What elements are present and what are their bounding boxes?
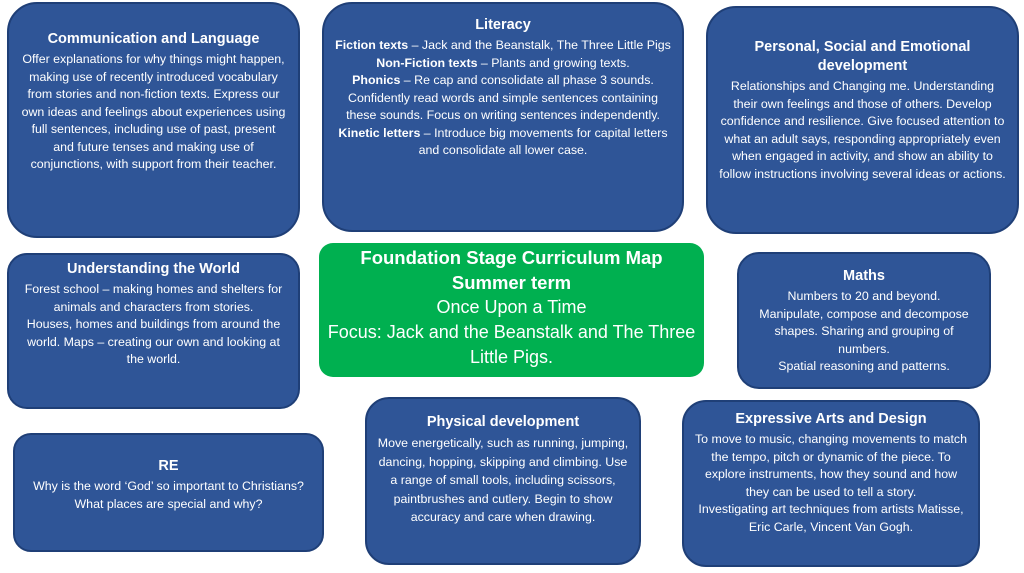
maths-numbers: Numbers to 20 and beyond. — [787, 289, 941, 303]
pse-title: Personal, Social and Emotional developme… — [754, 39, 971, 74]
physical-development-box: Physical development Move energetically,… — [365, 397, 641, 565]
pse-box: Personal, Social and Emotional developme… — [706, 6, 1019, 234]
focus-text: Focus: Jack and the Beanstalk and The Th… — [327, 322, 696, 367]
maths-box: Maths Numbers to 20 and beyond. Manipula… — [737, 252, 991, 389]
maths-spatial: Spatial reasoning and patterns. — [778, 359, 950, 373]
expressive-arts-box: Expressive Arts and Design To move to mu… — [682, 400, 980, 567]
understanding-world-title: Understanding the World — [67, 261, 240, 277]
literacy-box: Literacy Fiction texts – Jack and the Be… — [322, 2, 684, 232]
communication-language-box: Communication and Language Offer explana… — [7, 2, 300, 238]
kinetic-text: – Introduce big movements for capital le… — [418, 125, 668, 158]
fiction-label: Fiction texts — [335, 38, 409, 52]
understanding-world-houses: Houses, homes and buildings from around … — [26, 317, 281, 366]
re-title: RE — [158, 458, 179, 474]
curriculum-map-title-box: Foundation Stage Curriculum Map Summer t… — [319, 243, 704, 377]
literacy-fiction: Fiction texts – Jack and the Beanstalk, … — [334, 37, 672, 55]
term-title: Summer term — [451, 272, 572, 293]
fiction-text: – Jack and the Beanstalk, The Three Litt… — [408, 38, 671, 52]
literacy-phonics: Phonics – Re cap and consolidate all pha… — [334, 72, 672, 90]
literacy-nonfiction: Non-Fiction texts – Plants and growing t… — [334, 55, 672, 73]
communication-language-text: Offer explanations for why things might … — [21, 52, 286, 171]
pse-text: Relationships and Changing me. Understan… — [719, 79, 1006, 181]
nonfiction-text: – Plants and growing texts. — [477, 55, 630, 70]
literacy-kinetic: Kinetic letters – Introduce big movement… — [334, 125, 672, 160]
phonics-label: Phonics — [352, 73, 401, 87]
kinetic-label: Kinetic letters — [338, 125, 421, 140]
literacy-title: Literacy — [475, 17, 531, 33]
re-box: RE Why is the word ‘God’ so important to… — [13, 433, 324, 552]
phonics-text: – Re cap and consolidate all phase 3 sou… — [400, 73, 654, 87]
understanding-world-forest: Forest school – making homes and shelter… — [24, 282, 283, 314]
expressive-arts-music: To move to music, changing movements to … — [694, 432, 968, 499]
communication-language-title: Communication and Language — [47, 31, 260, 47]
expressive-arts-artists: Investigating art techniques from artist… — [698, 502, 964, 534]
theme-text: Once Upon a Time — [436, 297, 587, 317]
physical-development-title: Physical development — [426, 414, 580, 430]
re-text: Why is the word ‘God’ so important to Ch… — [33, 479, 304, 511]
nonfiction-label: Non-Fiction texts — [376, 55, 478, 70]
expressive-arts-title: Expressive Arts and Design — [735, 411, 927, 427]
physical-development-text: Move energetically, such as running, jum… — [377, 436, 629, 525]
maths-title: Maths — [843, 268, 885, 284]
curriculum-map-title: Foundation Stage Curriculum Map — [360, 247, 663, 268]
understanding-world-box: Understanding the World Forest school – … — [7, 253, 300, 409]
maths-shapes: Manipulate, compose and decompose shapes… — [759, 306, 969, 356]
literacy-reading: Confidently read words and simple senten… — [346, 90, 660, 123]
